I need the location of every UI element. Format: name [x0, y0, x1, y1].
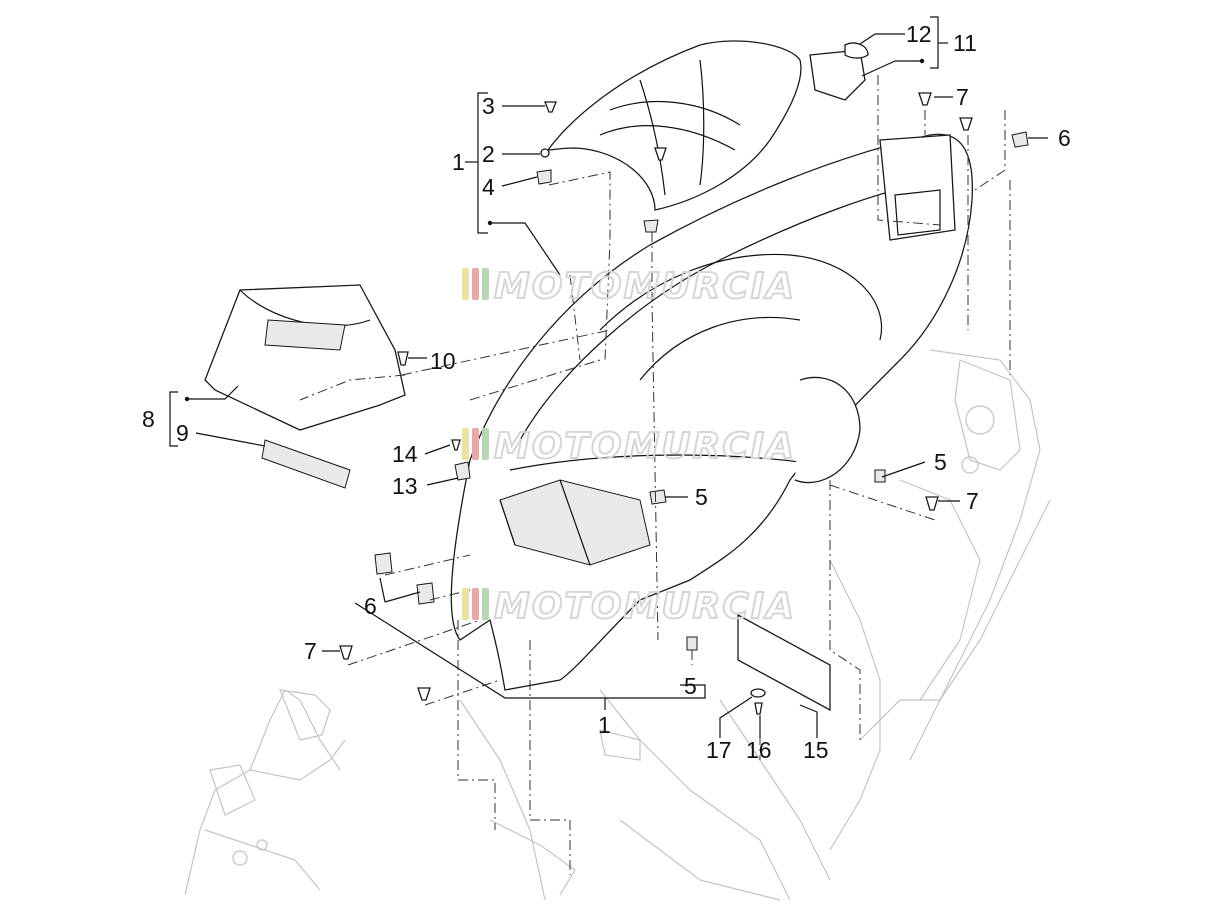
leader-lines — [169, 16, 1048, 738]
watermark-stripe — [482, 428, 489, 460]
callout-label: 10 — [430, 348, 456, 374]
leader-dot — [919, 58, 925, 64]
watermark-text: MOTOMURCIA — [494, 426, 796, 467]
leader-dot — [487, 220, 493, 226]
watermark-stripe — [472, 588, 479, 620]
storage-lamp-assembly — [809, 42, 869, 101]
watermark-stripe — [482, 588, 489, 620]
watermark-stripe — [462, 428, 469, 460]
watermark-stripe — [482, 268, 489, 300]
watermark-text: MOTOMURCIA — [494, 266, 796, 307]
callout-labels: 1 1 2 3 4 5 5 5 6 6 7 7 7 8 9 10 11 12 1… — [142, 21, 1071, 763]
callout-label: 1 — [452, 149, 465, 175]
callout-label: 3 — [482, 93, 495, 119]
watermark-stripe — [472, 268, 479, 300]
callout-label: 4 — [482, 174, 495, 200]
callout-label: 7 — [304, 638, 317, 664]
callout-label: 8 — [142, 406, 155, 432]
callout-label: 11 — [953, 30, 977, 56]
watermark-1: MOTOMURCIA — [462, 265, 796, 308]
front-cover — [204, 284, 406, 489]
callout-label: 7 — [966, 488, 979, 514]
callout-label: 2 — [482, 141, 495, 167]
callout-label: 17 — [706, 737, 732, 763]
fasteners — [339, 92, 1029, 715]
callout-label: 14 — [392, 441, 418, 467]
callout-label: 5 — [684, 673, 697, 699]
callout-label: 9 — [176, 420, 189, 446]
callout-label: 5 — [695, 484, 708, 510]
callout-label: 13 — [392, 473, 418, 499]
callout-label: 16 — [746, 737, 772, 763]
watermark-stripe — [462, 588, 469, 620]
underseat-storage-tub — [450, 133, 974, 712]
callout-label: 6 — [364, 593, 377, 619]
watermark-text: MOTOMURCIA — [494, 586, 796, 627]
callout-label: 1 — [598, 712, 611, 738]
callout-label: 12 — [906, 21, 932, 47]
scooter-frame-ghost — [184, 349, 1051, 901]
callout-label: 5 — [934, 449, 947, 475]
watermark-stripe — [472, 428, 479, 460]
callout-label: 6 — [1058, 125, 1071, 151]
callout-label: 15 — [803, 737, 829, 763]
assembly-lines — [299, 75, 1011, 875]
leader-dot — [184, 396, 190, 402]
watermark-stripe — [462, 268, 469, 300]
watermark-3: MOTOMURCIA — [462, 585, 796, 628]
watermark-2: MOTOMURCIA — [462, 425, 796, 468]
callout-label: 7 — [956, 84, 969, 110]
seat-cushion — [546, 40, 802, 211]
